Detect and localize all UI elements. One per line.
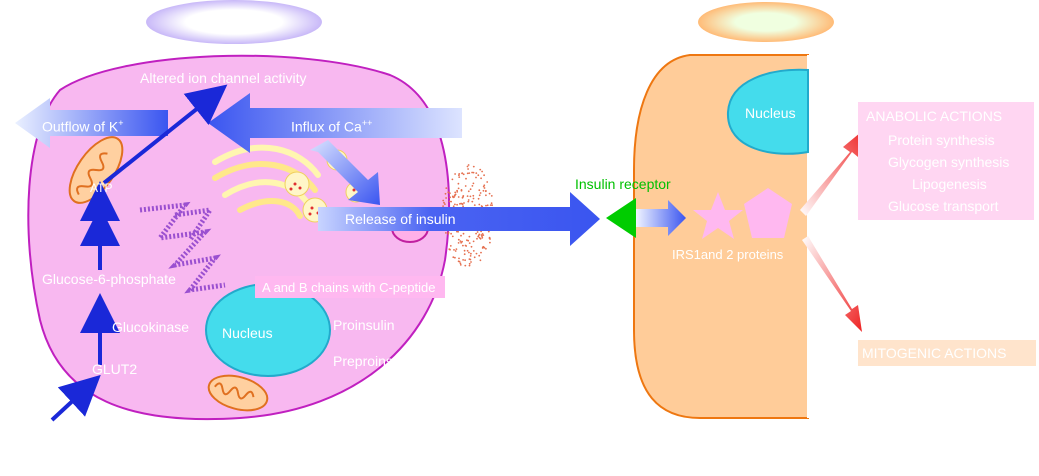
outflow-k-sup: + [118, 118, 124, 128]
glucokinase-label: Glucokinase [112, 319, 190, 335]
target-cell-halo [698, 2, 834, 42]
target-nucleus-label: Nucleus [745, 105, 796, 121]
influx-ca-text: Influx of Ca [291, 118, 362, 135]
mitogenic-actions-box: MITOGENIC ACTIONS [858, 340, 1036, 366]
beta-cell-title: β-CELL [205, 11, 257, 28]
outflow-k-text: Outflow of K [42, 118, 119, 135]
irs-proteins-label: IRS1and 2 proteins [672, 247, 784, 262]
rough-endoplasmic-reticulum [139, 201, 226, 294]
outflow-k-arrow [15, 98, 168, 148]
influx-ca-arrow [208, 93, 462, 153]
release-insulin-label: Release of insulin [345, 211, 456, 227]
mitogenic-title: MITOGENIC ACTIONS [862, 345, 1007, 361]
receptor-signal-arrow [636, 200, 686, 236]
glucose6p-label: Glucose-6-phosphate [42, 271, 176, 287]
glut2-label: GLUT2 [92, 361, 138, 377]
irs2-pentagon-icon [744, 188, 792, 238]
a-b-chains-label: A and B chains with C-peptide [262, 280, 436, 295]
anabolic-item: Protein synthesis [888, 132, 995, 148]
mitogenic-arrow [802, 236, 862, 332]
proinsulin-label: Proinsulin [333, 317, 395, 333]
influx-ca-label: Influx of Ca++ [291, 115, 372, 135]
ca-to-vesicle-arrow [310, 140, 380, 205]
preproinsulin-label: Preproinsulin [333, 353, 415, 369]
golgi-apparatus [212, 144, 321, 219]
target-nucleus [726, 68, 809, 155]
irs1-star-icon [693, 192, 743, 239]
anabolic-actions-box: ANABOLIC ACTIONS Protein synthesis Glyco… [858, 102, 1034, 220]
beta-cell-halo [146, 0, 322, 44]
anabolic-item: Glucose transport [888, 198, 999, 214]
anabolic-item: Glycogen synthesis [888, 154, 1010, 170]
outflow-k-label: Outflow of K+ [42, 115, 124, 135]
beta-nucleus-label: Nucleus [222, 325, 273, 341]
altered-ion-channel-label: Altered ion channel activity [140, 70, 307, 86]
release-insulin-arrow [318, 192, 600, 246]
influx-ca-sup: ++ [361, 118, 373, 128]
insulin-receptor [606, 198, 636, 238]
pathway-arrows [50, 84, 228, 422]
anabolic-item: Lipogenesis [912, 176, 987, 192]
beta-cell [27, 54, 451, 421]
atp-label: ATP [90, 181, 113, 195]
chains-band [255, 276, 445, 298]
insulin-receptor-label: Insulin receptor [575, 176, 671, 192]
mitochondrion-bottom [207, 374, 269, 412]
anabolic-arrow [800, 128, 866, 216]
anabolic-title: ANABOLIC ACTIONS [866, 108, 1003, 124]
